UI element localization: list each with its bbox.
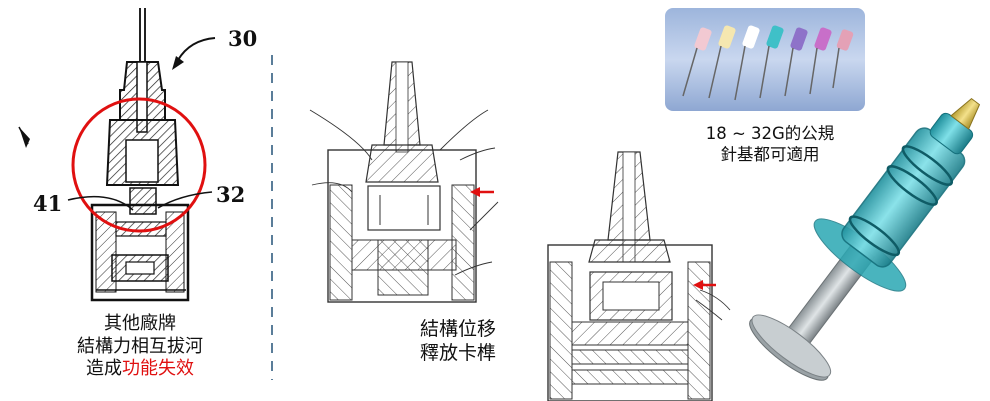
figure1-caption-prefix: 造成 [86, 358, 122, 379]
photo-caption-line1: 18 ~ 32G的公規 [705, 124, 835, 143]
figure2-caption-line2: 釋放卡榫 [420, 341, 497, 364]
reference-number-32: 32 [216, 182, 246, 207]
needle-hub-photo [665, 8, 865, 111]
figure1-caption: 其他廠牌 結構力相互拔河 造成功能失效 [40, 313, 240, 381]
figure1-caption-line1: 其他廠牌 [104, 313, 176, 334]
figure2-caption: 結構位移 釋放卡榫 [420, 318, 535, 366]
figure1-caption-line3: 造成功能失效 [40, 358, 240, 381]
figure2-caption-line1: 結構位移 [420, 318, 497, 340]
photo-caption-line2: 針基都可適用 [720, 144, 820, 164]
photo-caption: 18 ~ 32G的公規 針基都可適用 [672, 124, 868, 165]
needle-hubs-illustration [682, 25, 854, 101]
function-failure-highlight: 功能失效 [122, 358, 194, 379]
figure1-caption-line2: 結構力相互拔河 [77, 335, 203, 357]
reference-number-41: 41 [33, 191, 63, 216]
reference-number-30: 30 [228, 26, 258, 51]
cross-section-left [309, 61, 499, 303]
cross-section-right [547, 151, 731, 401]
